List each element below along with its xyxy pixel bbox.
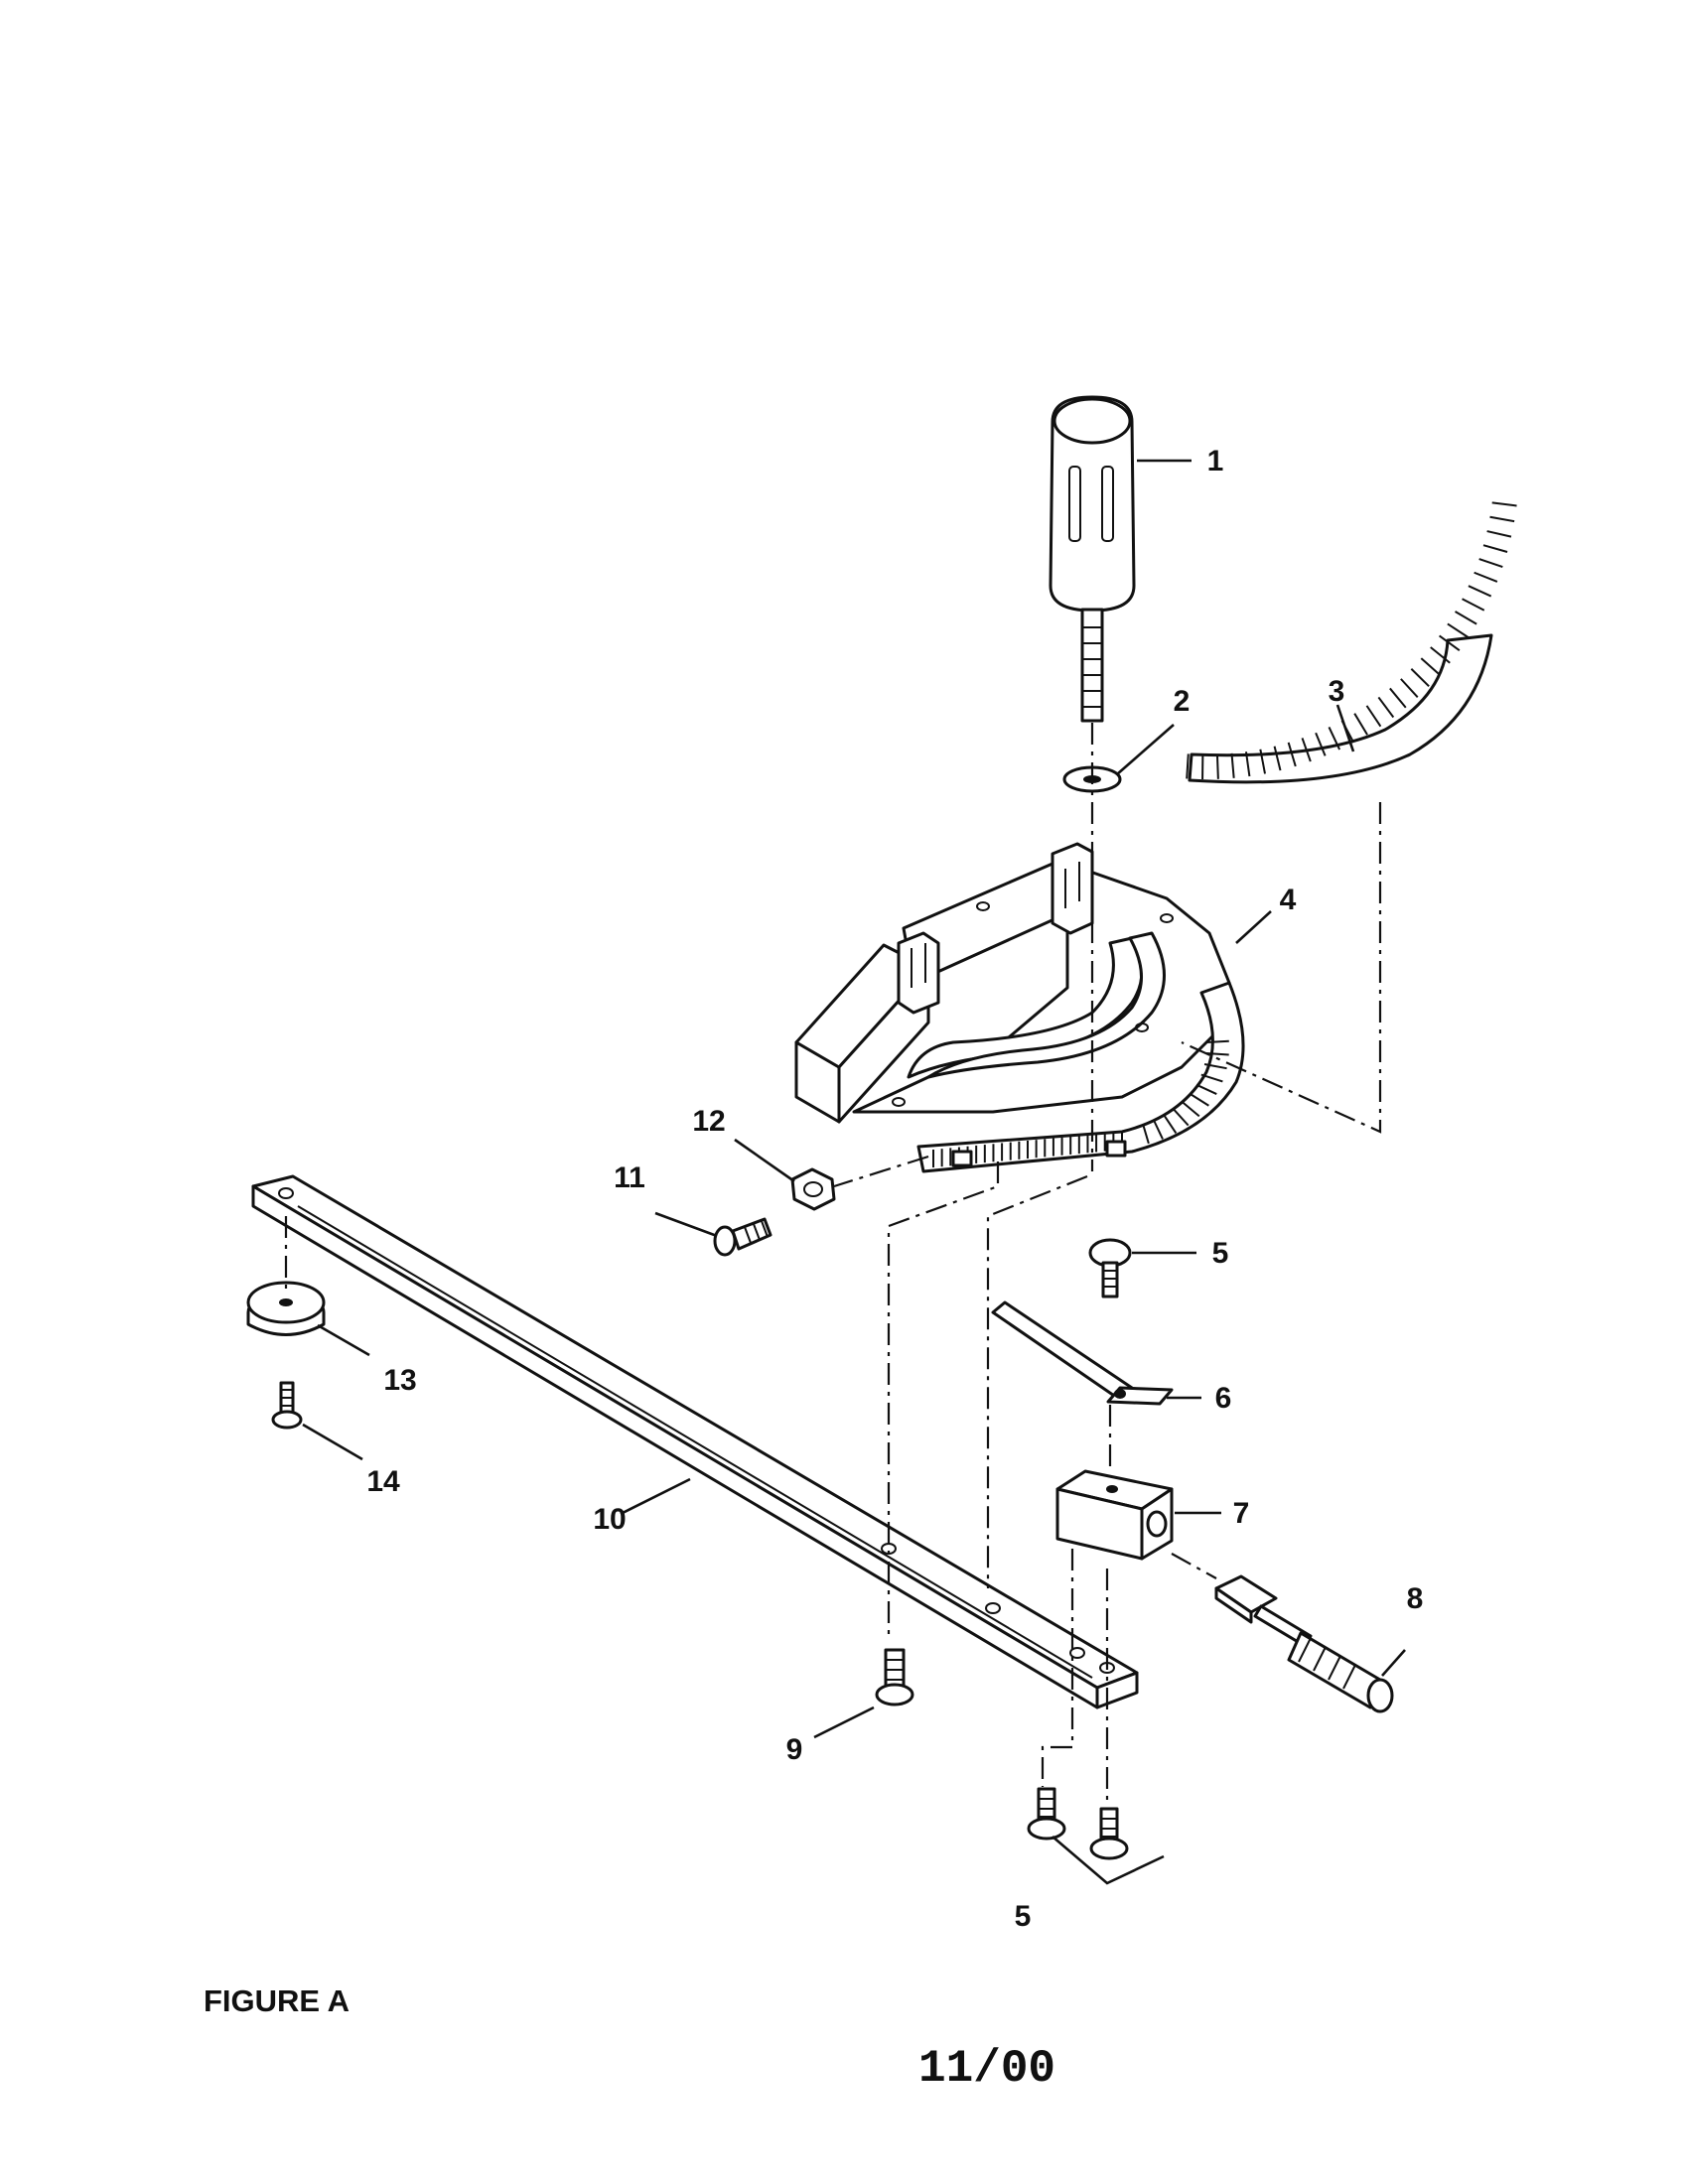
callout-3: 3 — [1329, 675, 1345, 708]
part-1-knob — [1049, 395, 1136, 723]
callout-6: 6 — [1215, 1382, 1232, 1415]
part-10-guide-bar — [251, 1174, 1139, 1709]
part-3-scale — [1186, 501, 1517, 784]
callout-2: 2 — [1174, 685, 1191, 718]
callout-numbers: 1 2 3 4 12 11 5 13 6 14 7 10 8 9 5 — [366, 445, 1423, 1933]
part-12-nut — [790, 1167, 836, 1211]
callout-7: 7 — [1233, 1497, 1250, 1530]
callout-14: 14 — [366, 1465, 400, 1498]
part-9-screw — [875, 1648, 914, 1706]
callout-13: 13 — [383, 1364, 416, 1397]
callout-4: 4 — [1280, 884, 1297, 916]
callout-5-bottom: 5 — [1015, 1900, 1032, 1933]
callout-9: 9 — [786, 1733, 803, 1766]
date-code: 11/00 — [918, 2043, 1056, 2095]
callout-11: 11 — [614, 1161, 645, 1194]
part-6-spring-plate — [991, 1300, 1174, 1406]
part-7-lock-block — [1055, 1469, 1174, 1561]
part-13-disc — [246, 1281, 326, 1336]
callout-10: 10 — [593, 1503, 626, 1536]
part-8-lock-handle — [1214, 1574, 1394, 1713]
callout-12: 12 — [692, 1105, 725, 1138]
part-5-screw-top — [1088, 1238, 1132, 1298]
part-5-screws-bottom — [1027, 1787, 1129, 1860]
part-4-miter-body — [794, 842, 1245, 1173]
assembly-lines — [284, 723, 1382, 1807]
callout-8: 8 — [1407, 1582, 1424, 1615]
callout-1: 1 — [1207, 445, 1224, 478]
callout-5-top: 5 — [1212, 1237, 1229, 1270]
part-14-screw — [271, 1381, 303, 1430]
leader-lines — [302, 459, 1406, 1885]
part-11-screw — [713, 1217, 772, 1257]
figure-label: FIGURE A — [204, 1983, 350, 2018]
